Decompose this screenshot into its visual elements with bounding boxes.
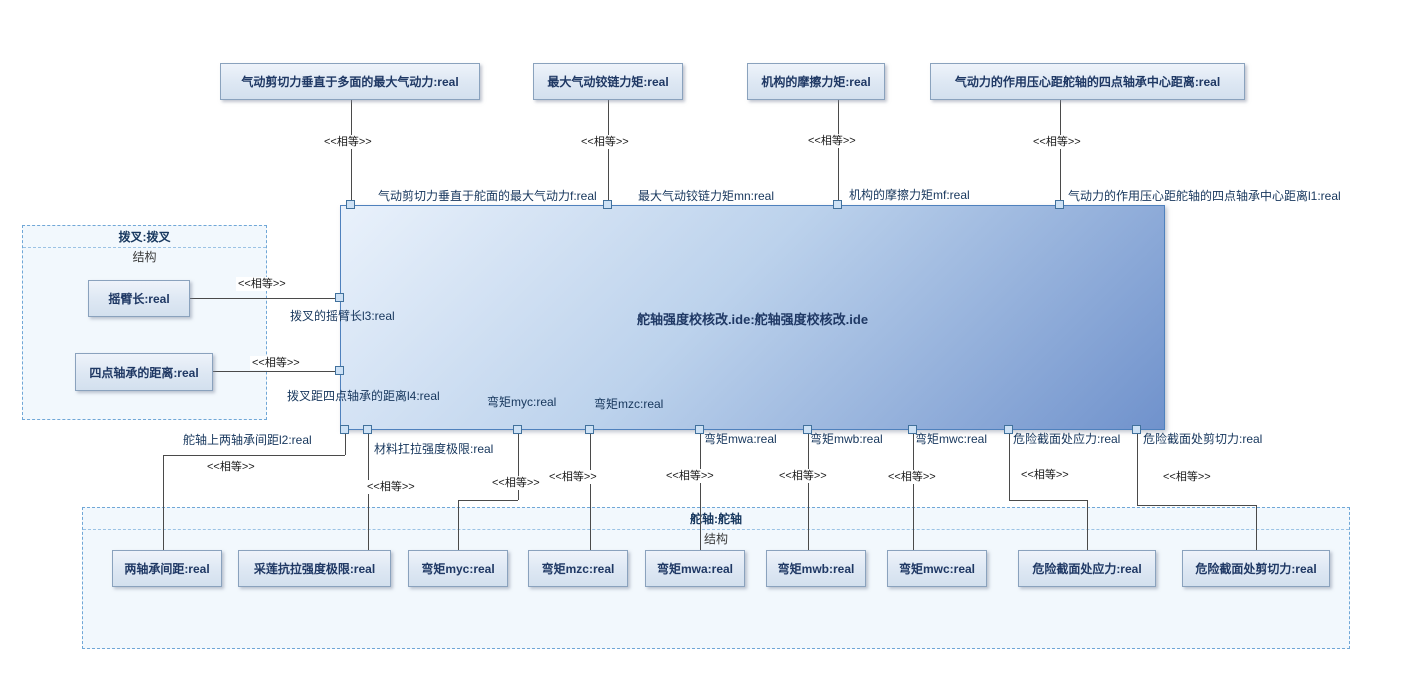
- port-label-l4: 拨叉距四点轴承的距离l4:real: [287, 389, 440, 403]
- block-max-hinge-moment[interactable]: 最大气动铰链力矩:real: [533, 63, 683, 100]
- port-mwa[interactable]: [695, 425, 704, 434]
- connector-left-2: [213, 371, 340, 372]
- port-label-myc: 弯矩myc:real: [487, 395, 557, 409]
- connector-top-2: [608, 100, 609, 205]
- block-friction-moment[interactable]: 机构的摩擦力矩:real: [747, 63, 885, 100]
- block-bearing-span[interactable]: 两轴承间距:real: [112, 550, 222, 587]
- connector-mzc: [590, 430, 591, 550]
- port-label-l3: 拨叉的摇臂长l3:real: [290, 309, 395, 323]
- connector-myc-c: [458, 500, 459, 550]
- connector-myc-a: [518, 430, 519, 500]
- central-block-rudder-shaft-check[interactable]: 舵轴强度校核改.ide:舵轴强度校核改.ide: [340, 205, 1165, 430]
- port-label-mf: 机构的摩擦力矩mf:real: [849, 188, 970, 202]
- connector-shear-b: [1137, 505, 1256, 506]
- block-tensile-limit[interactable]: 采莲抗拉强度极限:real: [238, 550, 391, 587]
- connector-mwc: [913, 430, 914, 550]
- connector-shear-c: [1256, 505, 1257, 550]
- block-shear[interactable]: 危险截面处剪切力:real: [1182, 550, 1330, 587]
- port-myc[interactable]: [513, 425, 522, 434]
- block-arm-length[interactable]: 摇臂长:real: [88, 280, 190, 317]
- port-label-mzc: 弯矩mzc:real: [594, 397, 664, 411]
- stereotype-equal-label: <<相等>>: [365, 480, 417, 494]
- connector-stress-a: [1009, 430, 1010, 500]
- connector-l2-a: [345, 430, 346, 455]
- port-mzc[interactable]: [585, 425, 594, 434]
- port-label-f: 气动剪切力垂直于舵面的最大气动力f:real: [378, 189, 597, 203]
- stereotype-equal-label: <<相等>>: [579, 135, 631, 149]
- connector-l2-b: [163, 455, 345, 456]
- connector-myc-b: [458, 500, 518, 501]
- stereotype-equal-label: <<相等>>: [1031, 135, 1083, 149]
- block-mwb[interactable]: 弯矩mwb:real: [766, 550, 866, 587]
- stereotype-equal-label: <<相等>>: [664, 469, 716, 483]
- connector-top-3: [838, 100, 839, 205]
- stereotype-equal-label: <<相等>>: [205, 460, 257, 474]
- port-label-stress: 危险截面处应力:real: [1013, 432, 1121, 446]
- group-rudder-shaft-section-label: 结构: [703, 532, 728, 546]
- stereotype-equal-label: <<相等>>: [547, 470, 599, 484]
- port-label-mn: 最大气动铰链力矩mn:real: [638, 189, 775, 203]
- connector-stress-c: [1087, 500, 1088, 550]
- port-material-limit[interactable]: [363, 425, 372, 434]
- connector-mwa: [700, 430, 701, 550]
- port-label-mwc: 弯矩mwc:real: [915, 432, 988, 446]
- stereotype-equal-label: <<相等>>: [236, 277, 288, 291]
- stereotype-equal-label: <<相等>>: [886, 470, 938, 484]
- port-mf[interactable]: [833, 200, 842, 209]
- port-mwc[interactable]: [908, 425, 917, 434]
- block-mwc[interactable]: 弯矩mwc:real: [887, 550, 987, 587]
- stereotype-equal-label: <<相等>>: [250, 356, 302, 370]
- port-f[interactable]: [346, 200, 355, 209]
- block-aero-shear-force[interactable]: 气动剪切力垂直于多面的最大气动力:real: [220, 63, 480, 100]
- group-rudder-shaft-title: 舵轴:舵轴: [83, 508, 1349, 530]
- block-myc[interactable]: 弯矩myc:real: [408, 550, 508, 587]
- stereotype-equal-label: <<相等>>: [1161, 470, 1213, 484]
- connector-stress-b: [1009, 500, 1087, 501]
- port-shear[interactable]: [1132, 425, 1141, 434]
- port-label-mwb: 弯矩mwb:real: [810, 432, 883, 446]
- port-label-shear: 危险截面处剪切力:real: [1143, 432, 1263, 446]
- port-stress[interactable]: [1004, 425, 1013, 434]
- stereotype-equal-label: <<相等>>: [806, 134, 858, 148]
- stereotype-equal-label: <<相等>>: [490, 476, 542, 490]
- port-label-mwa: 弯矩mwa:real: [704, 432, 777, 446]
- port-label-material: 材料扛拉强度极限:real: [374, 442, 494, 456]
- connector-shear-a: [1137, 430, 1138, 505]
- port-mwb[interactable]: [803, 425, 812, 434]
- port-label-l2: 舵轴上两轴承间距l2:real: [183, 433, 312, 447]
- block-mwa[interactable]: 弯矩mwa:real: [645, 550, 745, 587]
- connector-top-1: [351, 100, 352, 205]
- group-fork-title: 拨叉:拨叉: [23, 226, 266, 248]
- port-mn[interactable]: [603, 200, 612, 209]
- stereotype-equal-label: <<相等>>: [322, 135, 374, 149]
- stereotype-equal-label: <<相等>>: [777, 469, 829, 483]
- connector-top-4: [1060, 100, 1061, 205]
- port-l3[interactable]: [335, 293, 344, 302]
- port-l1[interactable]: [1055, 200, 1064, 209]
- block-pressure-center-distance[interactable]: 气动力的作用压心距舵轴的四点轴承中心距离:real: [930, 63, 1245, 100]
- group-fork-section-label: 结构: [132, 250, 157, 264]
- block-stress[interactable]: 危险截面处应力:real: [1018, 550, 1156, 587]
- stereotype-equal-label: <<相等>>: [1019, 468, 1071, 482]
- connector-mwb: [808, 430, 809, 550]
- block-mzc[interactable]: 弯矩mzc:real: [528, 550, 628, 587]
- connector-left-1: [190, 298, 340, 299]
- central-block-title: 舵轴强度校核改.ide:舵轴强度校核改.ide: [636, 312, 869, 327]
- connector-l2-c: [163, 455, 164, 550]
- port-label-l1: 气动力的作用压心距舵轴的四点轴承中心距离l1:real: [1068, 189, 1341, 203]
- port-l4[interactable]: [335, 366, 344, 375]
- port-l2[interactable]: [340, 425, 349, 434]
- block-bearing-distance[interactable]: 四点轴承的距离:real: [75, 353, 213, 391]
